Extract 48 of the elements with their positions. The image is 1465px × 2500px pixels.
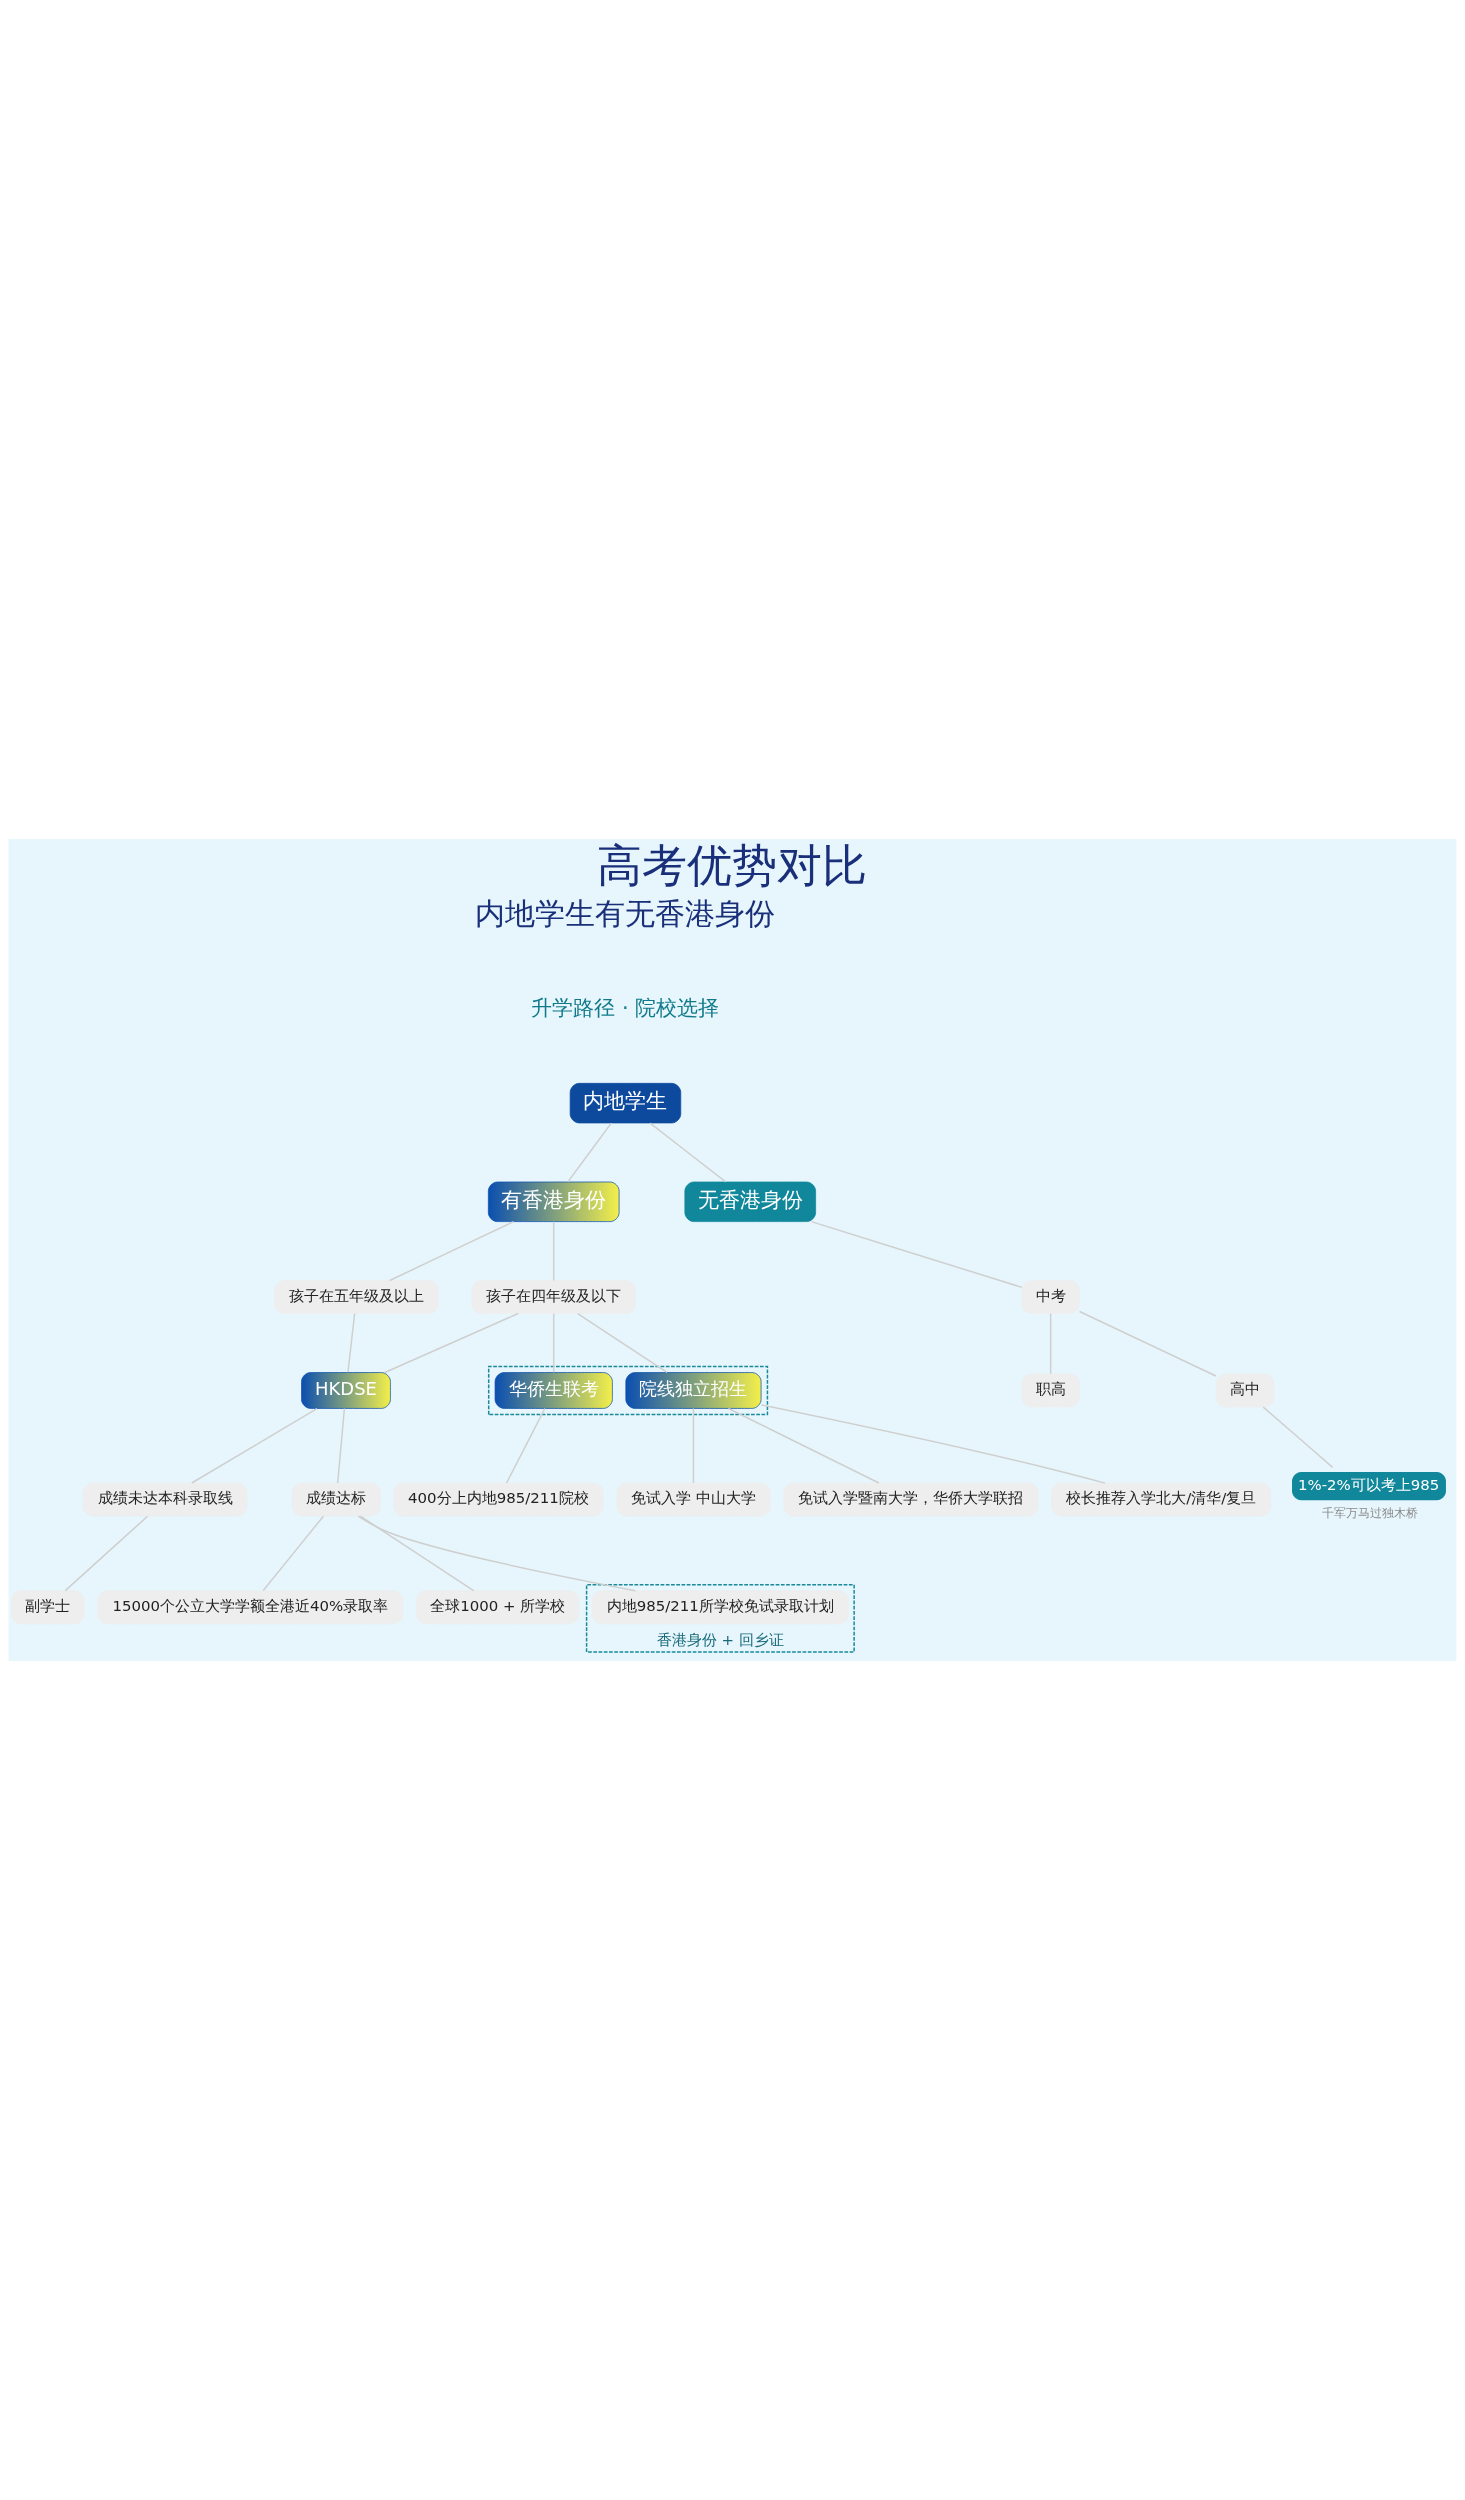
connector [649, 1122, 727, 1183]
node-box: 内地学生 [569, 1083, 682, 1124]
connector [388, 1220, 515, 1282]
node-box: 职高 [1021, 1373, 1080, 1408]
node-box: 全球1000 + 所学校 [416, 1590, 580, 1624]
connector [191, 1407, 318, 1484]
connector [760, 1404, 1106, 1484]
node-box: 院线独立招生 [625, 1372, 762, 1409]
node-box: 华侨生联考 [494, 1372, 613, 1409]
connector [1078, 1310, 1217, 1377]
node-box: 孩子在五年级及以上 [274, 1280, 439, 1314]
node-box: 中考 [1021, 1280, 1080, 1314]
node-box: 成绩达标 [291, 1482, 381, 1517]
connector [64, 1515, 149, 1592]
connector [505, 1407, 546, 1484]
connector [810, 1220, 1023, 1289]
node-box: 成绩未达本科录取线 [82, 1482, 248, 1517]
node-box: 400分上内地985/211院校 [393, 1482, 604, 1517]
node-label: 千军万马过独木桥 [1321, 1506, 1418, 1521]
connector [262, 1515, 325, 1592]
node-box: 校长推荐入学北大/清华/复旦 [1051, 1482, 1272, 1517]
connector [552, 1221, 555, 1282]
connector [567, 1122, 613, 1183]
connector [727, 1407, 880, 1484]
connector [1262, 1406, 1334, 1469]
connector [347, 1312, 356, 1373]
node-box: 内地985/211所学校免试录取计划 [591, 1590, 849, 1624]
diagram-title: 高考优势对比 [597, 838, 868, 892]
node-box: 免试入学 中山大学 [616, 1482, 771, 1517]
node-box: 无香港身份 [684, 1181, 816, 1222]
connector [384, 1312, 519, 1374]
connector [552, 1312, 555, 1373]
node-box: 高中 [1215, 1373, 1275, 1408]
node-box: 副学士 [11, 1590, 85, 1624]
node-box: 1%-2%可以考上985 [1292, 1471, 1446, 1501]
label: 升学路径 · 院校选择 [531, 995, 720, 1020]
label: 内地学生有无香港身份 [475, 896, 776, 932]
cluster [487, 1365, 769, 1416]
connector [357, 1515, 637, 1592]
node-box: 有香港身份 [487, 1181, 620, 1222]
node-box: 15000个公立大学学额全港近40%录取率 [97, 1590, 404, 1624]
connector [1049, 1312, 1052, 1375]
node-box: 孩子在四年级及以下 [471, 1280, 636, 1314]
connector [577, 1312, 668, 1374]
connector [336, 1407, 346, 1484]
connector [692, 1407, 695, 1484]
connector [359, 1515, 475, 1592]
node-box: 免试入学暨南大学，华侨大学联招 [783, 1482, 1039, 1517]
